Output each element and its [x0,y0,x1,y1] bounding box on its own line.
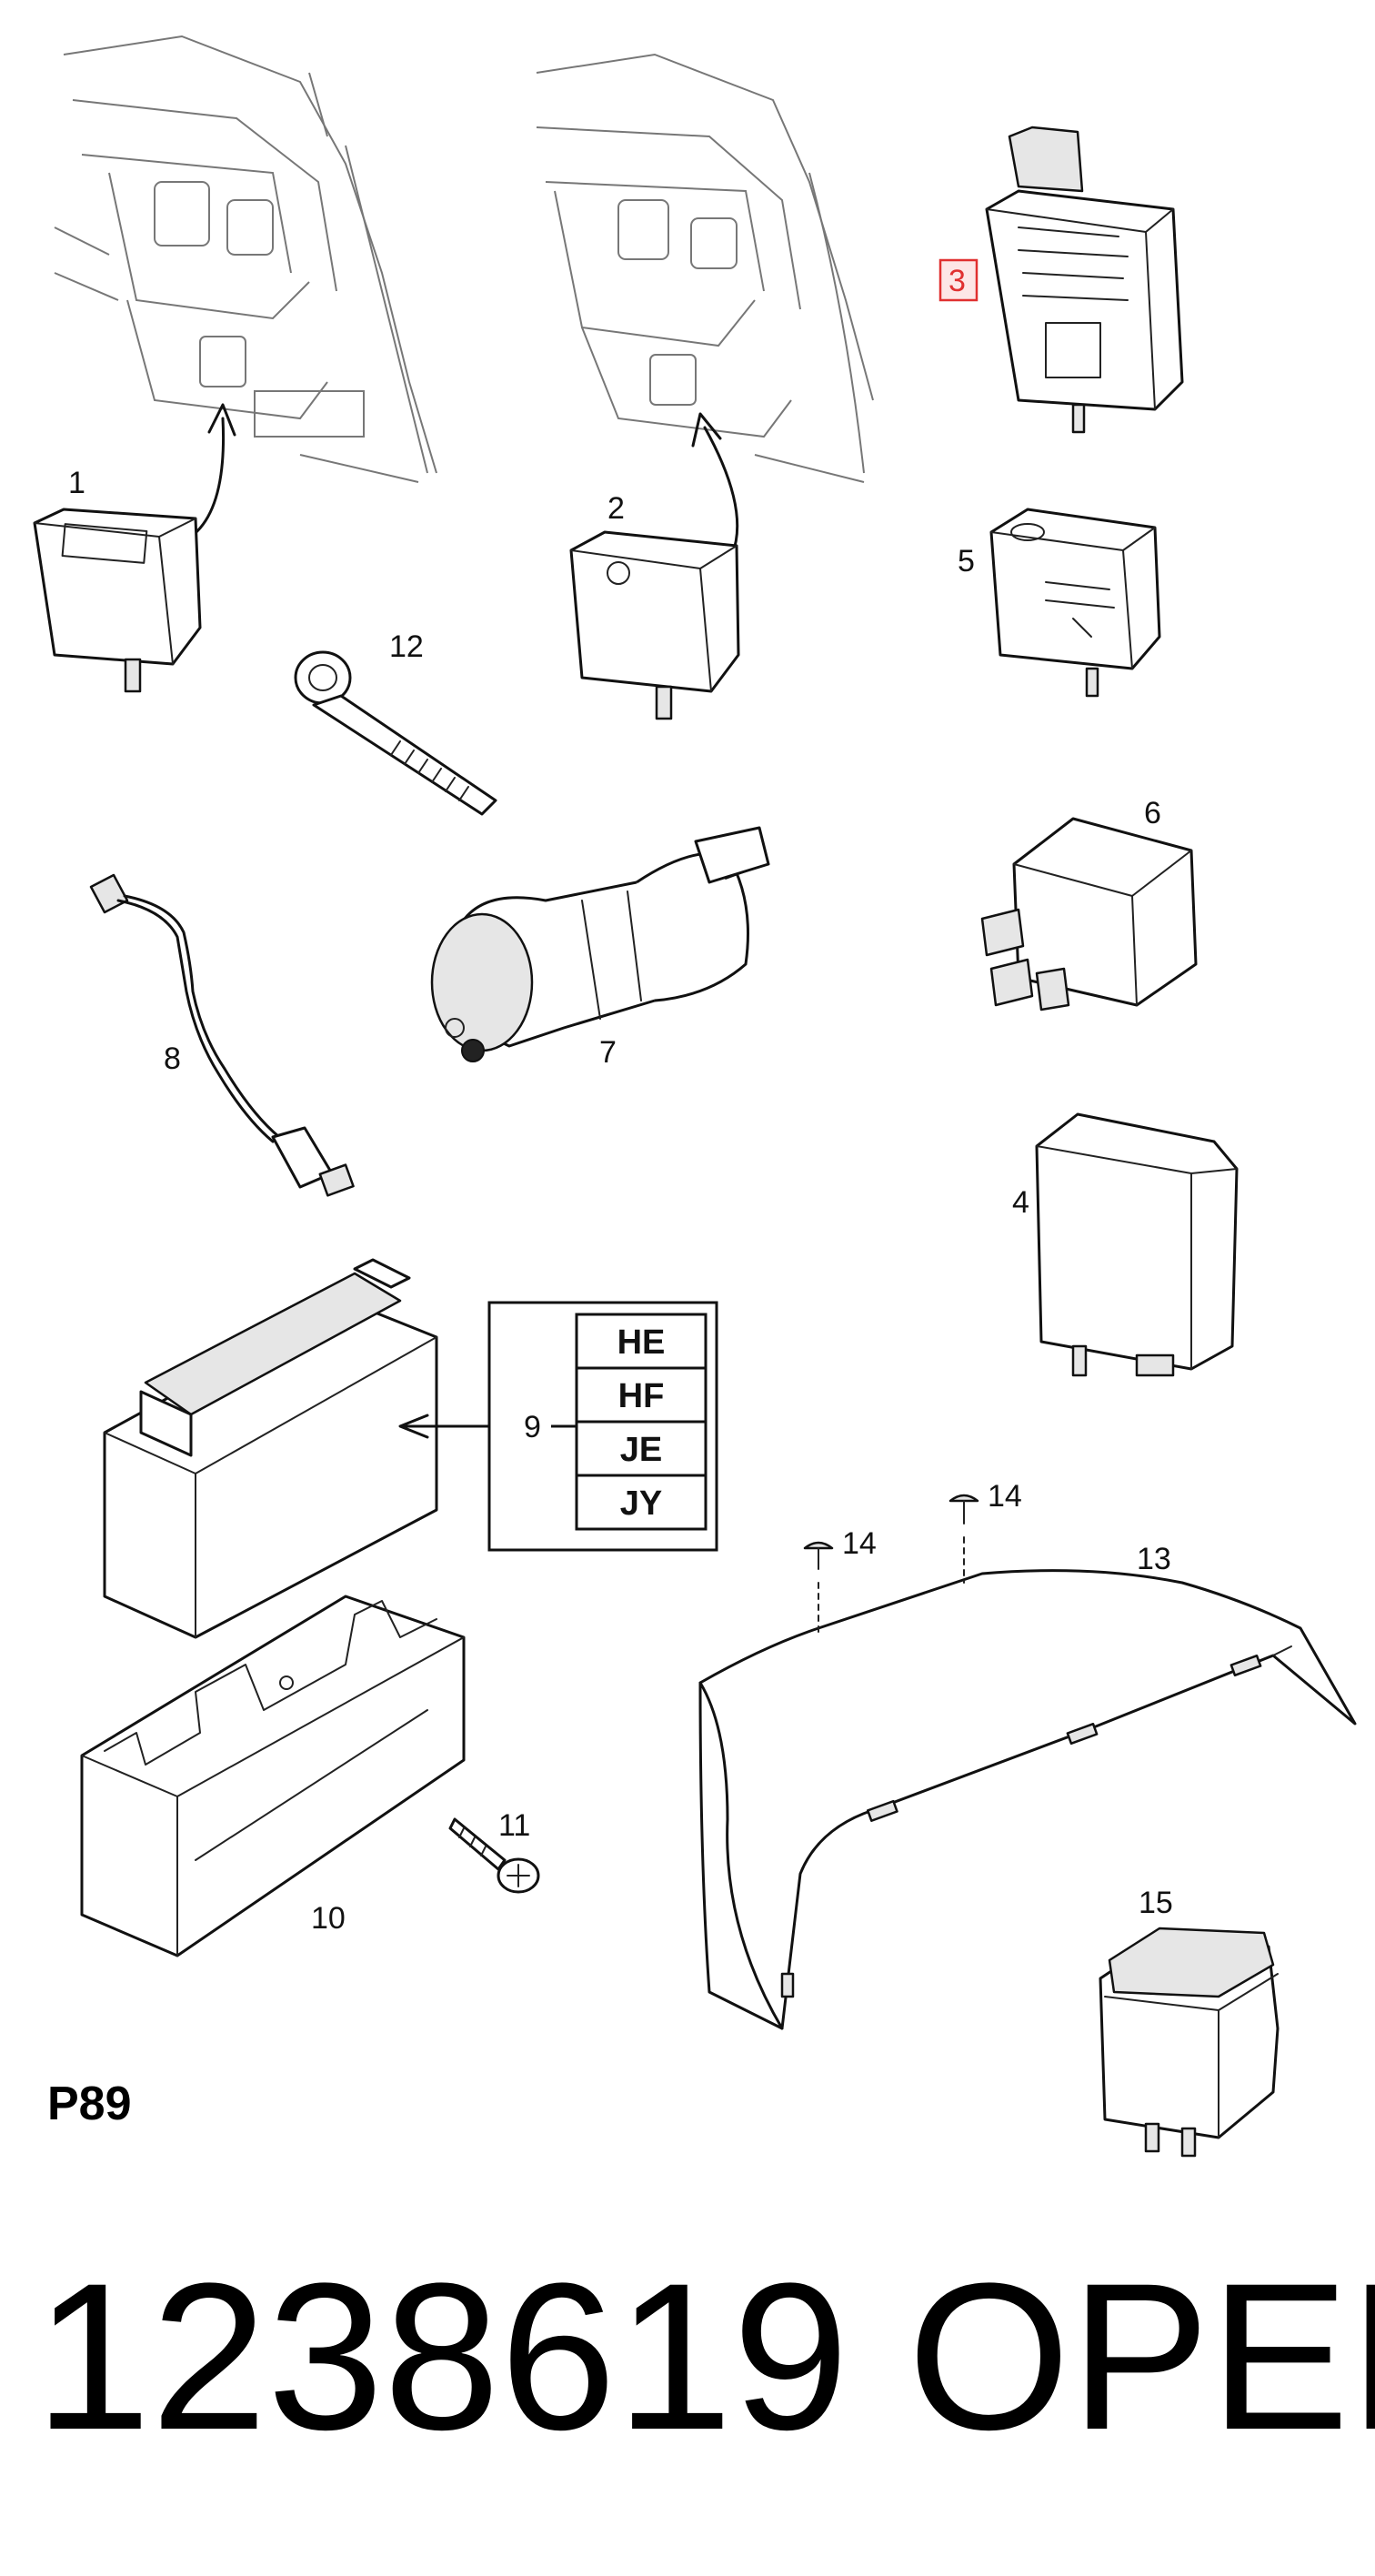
callout-6: 6 [1144,796,1161,830]
arrow-2-head [691,412,722,448]
variant-code: HF [618,1377,665,1415]
callout-11: 11 [498,1808,530,1843]
switch-part-15 [1099,1927,1280,2158]
clip-part-14-b [948,1494,979,1584]
dashboard-sketch-left [54,35,437,483]
callout-3-highlight [938,258,979,302]
clip-part-14-a [803,1541,834,1634]
callout-2: 2 [607,491,625,526]
lock-cylinder-part-7 [430,826,770,1062]
callout-4: 4 [1012,1185,1029,1220]
callout-14-b: 14 [988,1479,1022,1514]
arrow-1 [189,417,226,538]
variant-code-table: HE HF JE JY [487,1301,718,1552]
callout-8: 8 [164,1041,181,1076]
callout-15: 15 [1139,1886,1173,1920]
relay-part-6 [980,817,1198,1011]
callout-5: 5 [958,544,975,579]
page-ref: P89 [47,2078,132,2130]
arrow-2 [703,426,739,557]
relay-part-4 [1035,1112,1239,1377]
arrow-1-head [207,403,236,437]
brand-name: OPEL [908,2239,1375,2473]
callout-9: 9 [524,1410,541,1444]
variant-code: JE [620,1431,662,1469]
screw-part-11 [448,1817,540,1894]
part-number: 1238619 [35,2239,848,2473]
cover-panel-part-13 [698,1569,1357,2030]
callout-3: 3 [948,264,966,298]
variant-code: HE [617,1323,666,1362]
battery-tray-part-10 [80,1595,466,1957]
callout-1: 1 [68,466,85,500]
callout-12: 12 [389,629,424,664]
battery-arrow-head [398,1414,429,1439]
bolt-part-12 [294,650,497,816]
callout-7: 7 [599,1035,617,1070]
relay-part-3 [985,126,1184,434]
relay-part-5 [989,508,1161,698]
callout-10: 10 [311,1901,346,1936]
relay-part-1 [33,508,202,693]
relay-part-2 [569,530,740,720]
callout-14-a: 14 [842,1526,877,1561]
harness-part-8 [89,873,355,1197]
callout-13: 13 [1137,1542,1171,1576]
variant-code: JY [620,1484,662,1523]
battery-part-9 [103,1258,438,1639]
dashboard-sketch-middle [536,53,874,483]
